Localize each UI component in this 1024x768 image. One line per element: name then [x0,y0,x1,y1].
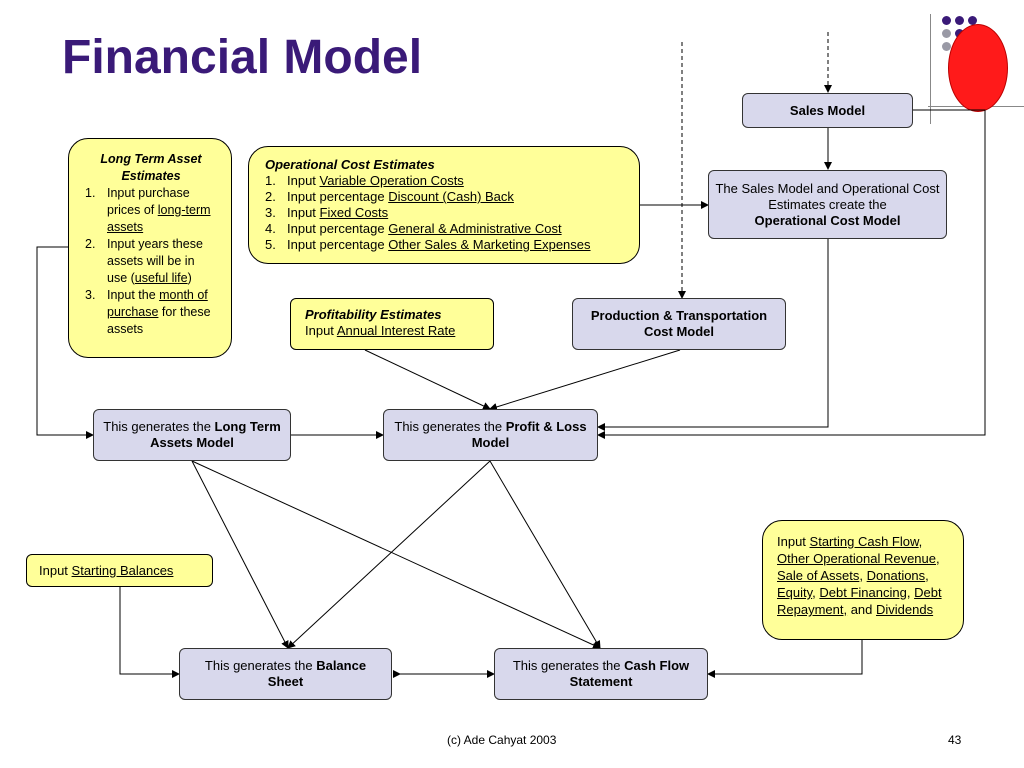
long-term-asset-estimates-box: Long Term Asset Estimates 1.Input purcha… [68,138,232,358]
long-term-asset-estimates-list: 1.Input purchase prices of long-term ass… [85,185,217,338]
decoration-dot [942,42,951,51]
list-item: 1.Input purchase prices of long-term ass… [85,186,211,234]
operational-cost-model-box: The Sales Model and Operational Cost Est… [708,170,947,239]
long-term-assets-model-box: This generates the Long Term Assets Mode… [93,409,291,461]
operational-cost-estimates-box: Operational Cost Estimates 1.Input Varia… [248,146,640,264]
footer-copyright: (c) Ade Cahyat 2003 [447,733,557,747]
operational-cost-model-text: The Sales Model and Operational Cost Est… [715,181,940,212]
list-item: 3.Input Fixed Costs [265,205,389,220]
arrow-profit-to-balance [287,460,491,649]
arrow-opcost-to-profit [597,239,829,431]
profit-loss-model-box: This generates the Profit & Loss Model [383,409,598,461]
arrow-ltmodel-to-balance [191,460,289,649]
decoration-dot [942,29,951,38]
balance-sheet-box: This generates the Balance Sheet [179,648,392,700]
list-item: 4.Input percentage General & Administrat… [265,221,562,236]
sales-model-box: Sales Model [742,93,913,128]
arrow-ltestimates-to-ltmodel [36,246,94,439]
cash-flow-inputs-box: Input Starting Cash Flow, Other Operatio… [762,520,964,640]
list-item: 2.Input percentage Discount (Cash) Back [265,189,514,204]
starting-balances-box: Input Starting Balances [26,554,213,587]
operational-cost-estimates-heading: Operational Cost Estimates [265,157,435,172]
page-number: 43 [948,733,962,747]
operational-cost-estimates-list: 1.Input Variable Operation Costs 2.Input… [265,173,629,253]
decoration-dot [942,16,951,25]
operational-cost-model-bold: Operational Cost Model [754,213,901,228]
sales-model-label: Sales Model [789,102,866,118]
production-transportation-model-box: Production & Transportation Cost Model [572,298,786,350]
profitability-estimates-box: Profitability Estimates Input Annual Int… [290,298,494,350]
arrow-profitability-to-profit [364,349,491,410]
decoration-vertical-line [930,14,931,124]
list-item: 5.Input percentage Other Sales & Marketi… [265,237,591,252]
arrow-cfinputs-to-cashflow [707,640,863,678]
arrow-startbal-to-balance [119,587,180,678]
corner-decoration [928,14,1024,124]
cash-flow-statement-box: This generates the Cash Flow Statement [494,648,708,700]
arrow-production-to-profit [489,349,681,411]
profitability-estimates-heading: Profitability Estimates [305,307,442,322]
decoration-dot [955,16,964,25]
arrow-ltmodel-to-cashflow [191,460,601,649]
production-transportation-model-label: Production & Transportation Cost Model [590,308,768,339]
long-term-asset-estimates-heading: Long Term Asset Estimates [100,152,202,183]
list-item: 1.Input Variable Operation Costs [265,173,464,188]
starting-balances-link: Starting Balances [71,563,174,578]
arrow-sales-to-profit [597,109,986,439]
red-oval [948,24,1008,112]
list-item: 3.Input the month of purchase for these … [85,288,211,336]
list-item: 2.Input years these assets will be in us… [85,237,203,285]
profitability-estimates-input: Input Annual Interest Rate [305,323,456,338]
slide-title: Financial Model [62,31,423,84]
arrow-profit-to-cashflow [489,460,601,649]
decoration-dot [968,16,977,25]
